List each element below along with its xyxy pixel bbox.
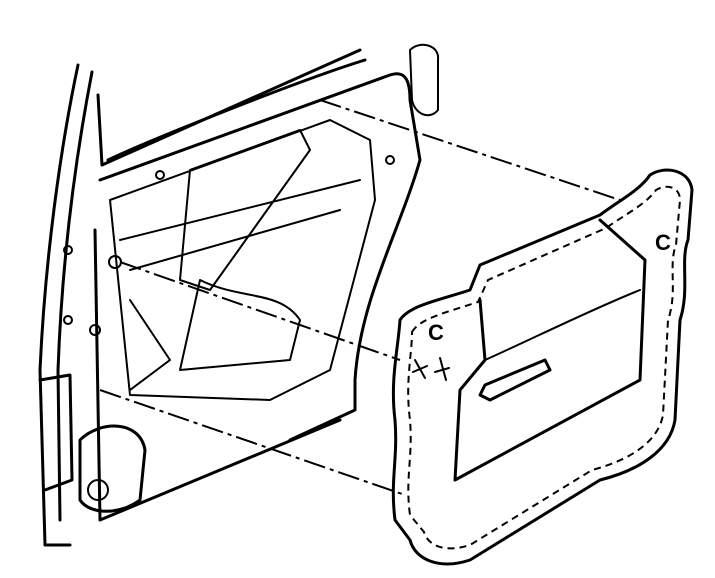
trim-panel: C C [391,168,694,566]
clip-mark-icon: C [428,320,444,345]
door-frame [38,43,440,547]
clip-mark-icon: C [655,230,671,255]
alignment-guide-lines [99,99,621,496]
